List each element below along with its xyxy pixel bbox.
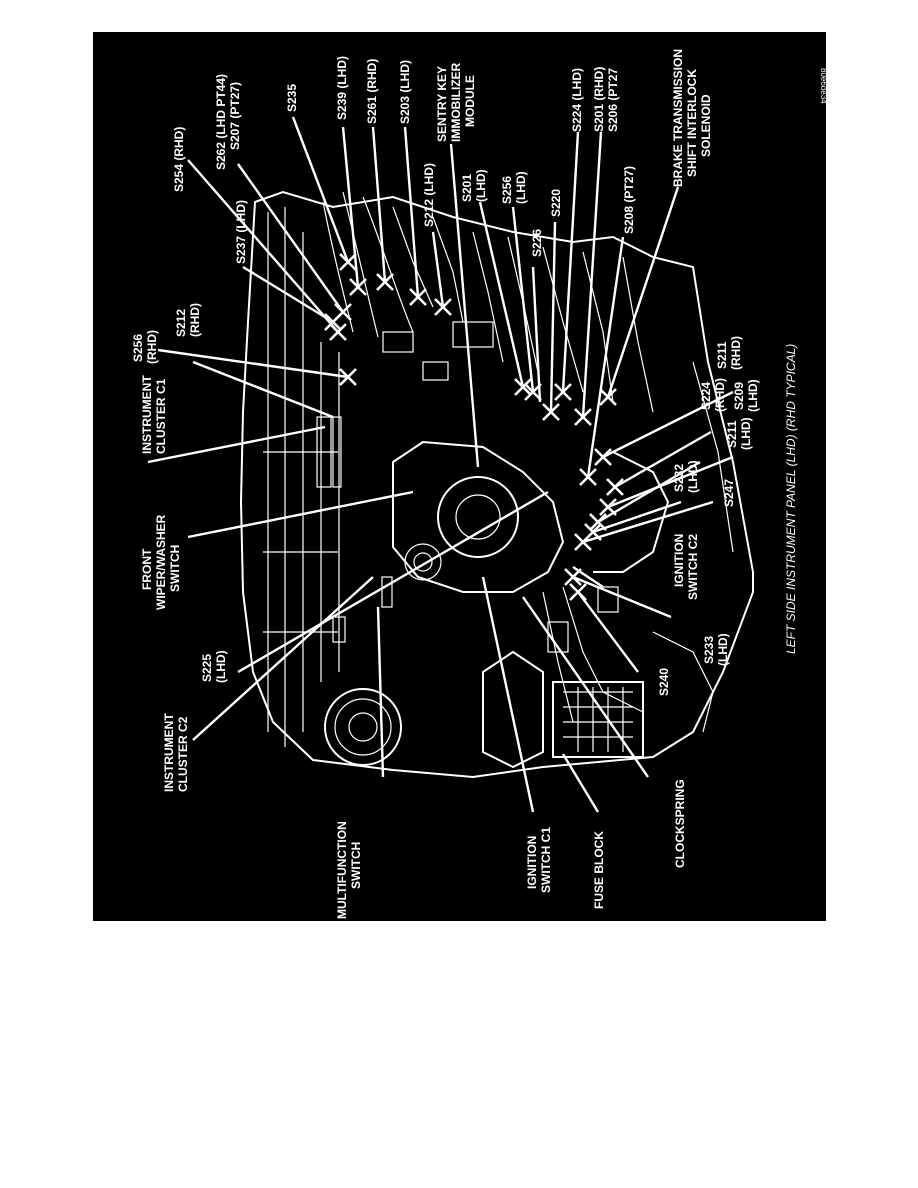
diagram-caption: LEFT SIDE INSTRUMENT PANEL (LHD) (RHD TY… bbox=[784, 344, 798, 654]
label-instrument-cluster-c2-1: INSTRUMENT bbox=[162, 713, 176, 792]
label-instrument-cluster-c1-2: CLUSTER C1 bbox=[154, 378, 168, 454]
label-s212-rhd-2: (RHD) bbox=[188, 303, 202, 337]
leader-lines bbox=[147, 116, 734, 813]
label-s237: S237 (LHD) bbox=[234, 200, 248, 264]
label-ignition-c2-2: SWITCH C2 bbox=[686, 534, 700, 600]
label-s224-lhd: S224 (LHD) bbox=[570, 68, 584, 132]
label-instrument-cluster-c2-2: CLUSTER C2 bbox=[176, 716, 190, 792]
label-s233-2: (LHD) bbox=[716, 633, 730, 666]
label-s203: S203 (LHD) bbox=[398, 60, 412, 124]
label-ignition-c2-1: IGNITION bbox=[672, 534, 686, 587]
label-s239: S239 (LHD) bbox=[335, 56, 349, 120]
label-multifunction-1: MULTIFUNCTION bbox=[335, 821, 349, 919]
label-s233-1: S233 bbox=[702, 636, 716, 664]
label-s211-rhd-1: S211 bbox=[715, 341, 729, 369]
label-s224-rhd-1: S224 bbox=[699, 382, 713, 410]
label-s232-2: (LHD) bbox=[686, 460, 700, 493]
instrument-panel-diagram: S254 (RHD) S262 (LHD PT44) S207 (PT27) S… bbox=[131, 49, 826, 919]
label-s247: S247 bbox=[722, 479, 736, 507]
label-s224-rhd-2: (RHD) bbox=[713, 378, 727, 412]
label-s212-rhd-1: S212 bbox=[174, 309, 188, 337]
label-s212-lhd: S212 (LHD) bbox=[422, 163, 436, 227]
label-front-wiper-3: SWITCH bbox=[168, 545, 182, 592]
label-front-wiper-1: FRONT bbox=[140, 548, 154, 590]
label-instrument-cluster-c1-1: INSTRUMENT bbox=[140, 375, 154, 454]
label-fuse-block: FUSE BLOCK bbox=[592, 831, 606, 909]
label-s207: S207 (PT27) bbox=[228, 82, 242, 150]
splice-markers bbox=[324, 253, 624, 601]
label-brake-1: BRAKE TRANSMISSION bbox=[671, 49, 685, 187]
label-s256-rhd-2: (RHD) bbox=[145, 330, 159, 364]
label-brake-3: SOLENOID bbox=[699, 94, 713, 157]
label-s209-1: S209 bbox=[732, 382, 746, 410]
label-s211-lhd-1: S211 bbox=[725, 420, 739, 448]
label-clockspring: CLOCKSPRING bbox=[673, 779, 687, 868]
label-sentry-key-3: MODULE bbox=[463, 75, 477, 127]
label-s201-rhd: S201 (RHD) bbox=[592, 67, 606, 132]
label-brake-2: SHIFT INTERLOCK bbox=[685, 69, 699, 177]
label-s209-2: (LHD) bbox=[746, 379, 760, 412]
label-s240: S240 bbox=[657, 668, 671, 696]
diagram-panel: S254 (RHD) S262 (LHD PT44) S207 (PT27) S… bbox=[93, 32, 826, 921]
label-s206: S206 (PT27 bbox=[606, 68, 620, 132]
figure-code: 80e6de34 bbox=[819, 68, 826, 104]
label-s226: S226 bbox=[530, 229, 544, 257]
label-s201-lhd-1: S201 bbox=[460, 174, 474, 202]
label-s225-1: S225 bbox=[200, 654, 214, 682]
label-sentry-key-1: SENTRY KEY bbox=[435, 66, 449, 142]
label-s225-2: (LHD) bbox=[214, 650, 228, 683]
label-s211-lhd-2: (LHD) bbox=[739, 417, 753, 450]
label-s232-1: S232 bbox=[672, 464, 686, 492]
label-s220: S220 bbox=[549, 189, 563, 217]
label-ignition-c1-1: IGNITION bbox=[525, 836, 539, 889]
label-s211-rhd-2: (RHD) bbox=[729, 336, 743, 370]
label-s208: S208 (PT27) bbox=[622, 166, 636, 234]
label-s256-lhd-2: (LHD) bbox=[514, 171, 528, 204]
label-s254-rhd: S254 (RHD) bbox=[172, 127, 186, 192]
label-sentry-key-2: IMMOBILIZER bbox=[449, 62, 463, 142]
label-s256-rhd-1: S256 bbox=[131, 334, 145, 362]
label-s235: S235 bbox=[285, 84, 299, 112]
label-front-wiper-2: WIPER/WASHER bbox=[154, 514, 168, 610]
label-multifunction-2: SWITCH bbox=[349, 842, 363, 889]
panel-artwork bbox=[239, 190, 754, 779]
label-s201-lhd-2: (LHD) bbox=[474, 169, 488, 202]
label-ignition-c1-2: SWITCH C1 bbox=[539, 827, 553, 893]
label-s256-lhd-1: S256 bbox=[500, 176, 514, 204]
label-s261: S261 (RHD) bbox=[365, 59, 379, 124]
label-s262: S262 (LHD PT44) bbox=[214, 74, 228, 170]
